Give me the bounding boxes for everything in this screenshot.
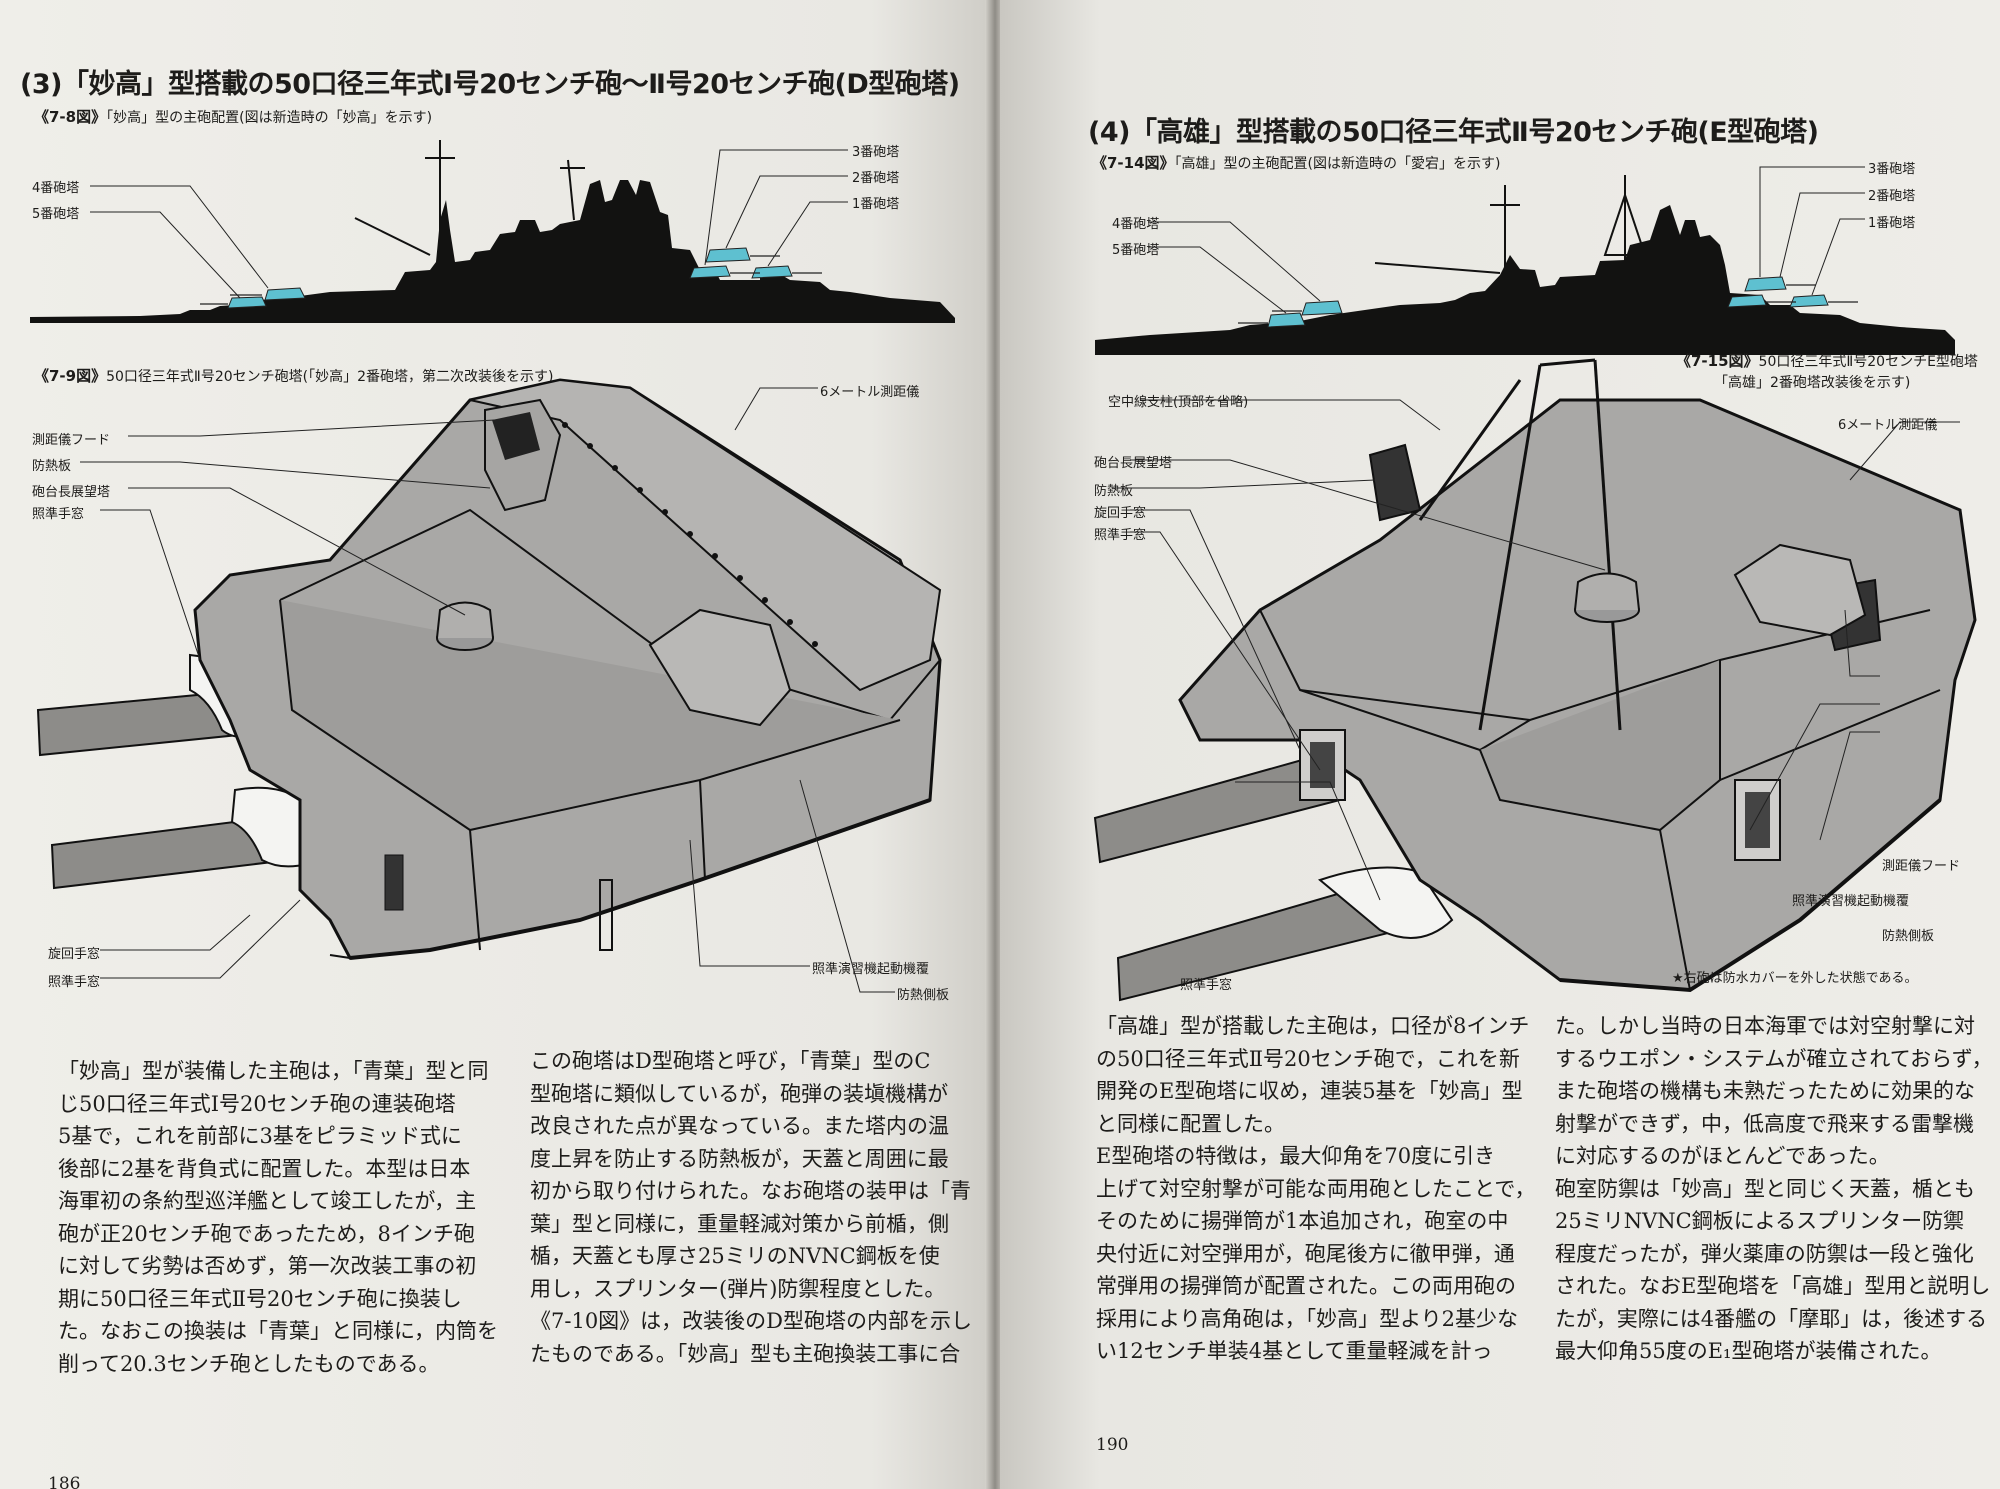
fig-7-8-caption: 《7-8図》「妙高」型の主砲配置(図は新造時の「妙高」を示す) <box>34 108 433 126</box>
turret-label-3: 3番砲塔 <box>852 145 900 160</box>
fig-7-14-caption: 《7-14図》「高雄」型の主砲配置(図は新造時の「愛宕」を示す) <box>1092 154 1501 172</box>
left-page-number: 186 <box>48 1474 81 1489</box>
callout-rangefinder-right: 6メートル測距儀 <box>1838 418 1938 433</box>
callout-rangefinder-hood-right: 測距儀フード <box>1882 859 1961 874</box>
turret-label-4: 4番砲塔 <box>32 181 80 196</box>
turret-label-4-right: 4番砲塔 <box>1112 217 1160 232</box>
callout-training-motor-cover: 照準演習機起動機覆 <box>812 962 930 977</box>
turret-label-3-right: 3番砲塔 <box>1868 162 1916 177</box>
right-page: (4)「高雄」型搭載の50口径三年式Ⅱ号20センチ砲(E型砲塔) 《7-14図》… <box>1000 0 2000 1489</box>
callout-rangefinder-hood: 測距儀フード <box>32 433 111 448</box>
left-section-title: (3)「妙高」型搭載の50口径三年式Ⅰ号20センチ砲〜Ⅱ号20センチ砲(D型砲塔… <box>20 69 960 100</box>
callout-rangefinder: 6メートル測距儀 <box>820 385 920 400</box>
d-type-turret-drawing <box>36 378 942 993</box>
callout-side-heat-shield-right: 防熱側板 <box>1882 929 1935 944</box>
callout-training-window-right: 旋回手窓 <box>1094 506 1147 521</box>
callout-aimer-window-right-2: 照準手窓 <box>1180 978 1233 993</box>
right-text-col2: た。しかし当時の日本海軍では対空射撃に対するウエポン・システムが確立されておらず… <box>1555 1014 1993 1363</box>
callout-side-heat-shield: 防熱側板 <box>897 988 950 1003</box>
figure-note: ★右砲は防水カバーを外した状態である。 <box>1672 971 1918 986</box>
callout-aimer-window-right: 照準手窓 <box>1094 528 1147 543</box>
callout-training-motor-cover-right: 照準演習機起動機覆 <box>1792 894 1910 909</box>
callout-antenna-mast: 空中線支柱(頂部を省略) <box>1108 395 1249 410</box>
callout-commander-tower: 砲台長展望塔 <box>32 485 111 500</box>
atago-ship-profile <box>1095 166 1955 355</box>
callout-aimer-window-2: 照準手窓 <box>48 975 101 990</box>
left-text-col1: 「妙高」型が装備した主砲は，「青葉」型と同じ50口径三年式Ⅰ号20センチ砲の連装… <box>58 1059 498 1376</box>
right-text-col1: 「高雄」型が搭載した主砲は，口径が8インチの50口径三年式Ⅱ号20センチ砲で，こ… <box>1096 1014 1536 1363</box>
e-type-turret-drawing <box>1093 358 1977 1002</box>
left-page: (3)「妙高」型搭載の50口径三年式Ⅰ号20センチ砲〜Ⅱ号20センチ砲(D型砲塔… <box>0 0 990 1489</box>
fig-7-9-caption: 《7-9図》50口径三年式Ⅱ号20センチ砲塔(「妙高」2番砲塔，第二次改装後を示… <box>34 367 554 385</box>
callout-aimer-window: 照準手窓 <box>32 507 85 522</box>
turret-label-1: 1番砲塔 <box>852 197 900 212</box>
right-section-title: (4)「高雄」型搭載の50口径三年式Ⅱ号20センチ砲(E型砲塔) <box>1088 117 1819 148</box>
fig-7-15-caption-line2: 「高雄」2番砲塔改装後を示す) <box>1714 375 1911 391</box>
callout-heat-shield-right: 防熱板 <box>1094 484 1134 499</box>
turret-label-5: 5番砲塔 <box>32 207 80 222</box>
callout-training-window: 旋回手窓 <box>48 947 101 962</box>
callout-commander-tower-right: 砲台長展望塔 <box>1094 456 1173 471</box>
myoko-ship-profile <box>30 140 955 323</box>
turret-label-2: 2番砲塔 <box>852 171 900 186</box>
turret-label-1-right: 1番砲塔 <box>1868 216 1916 231</box>
turret-label-2-right: 2番砲塔 <box>1868 189 1916 204</box>
right-page-number: 190 <box>1096 1435 1129 1455</box>
fig-7-15-caption: 《7-15図》50口径三年式Ⅱ号20センチE型砲塔 <box>1676 352 1978 370</box>
callout-heat-shield: 防熱板 <box>32 459 72 474</box>
turret-label-5-right: 5番砲塔 <box>1112 243 1160 258</box>
